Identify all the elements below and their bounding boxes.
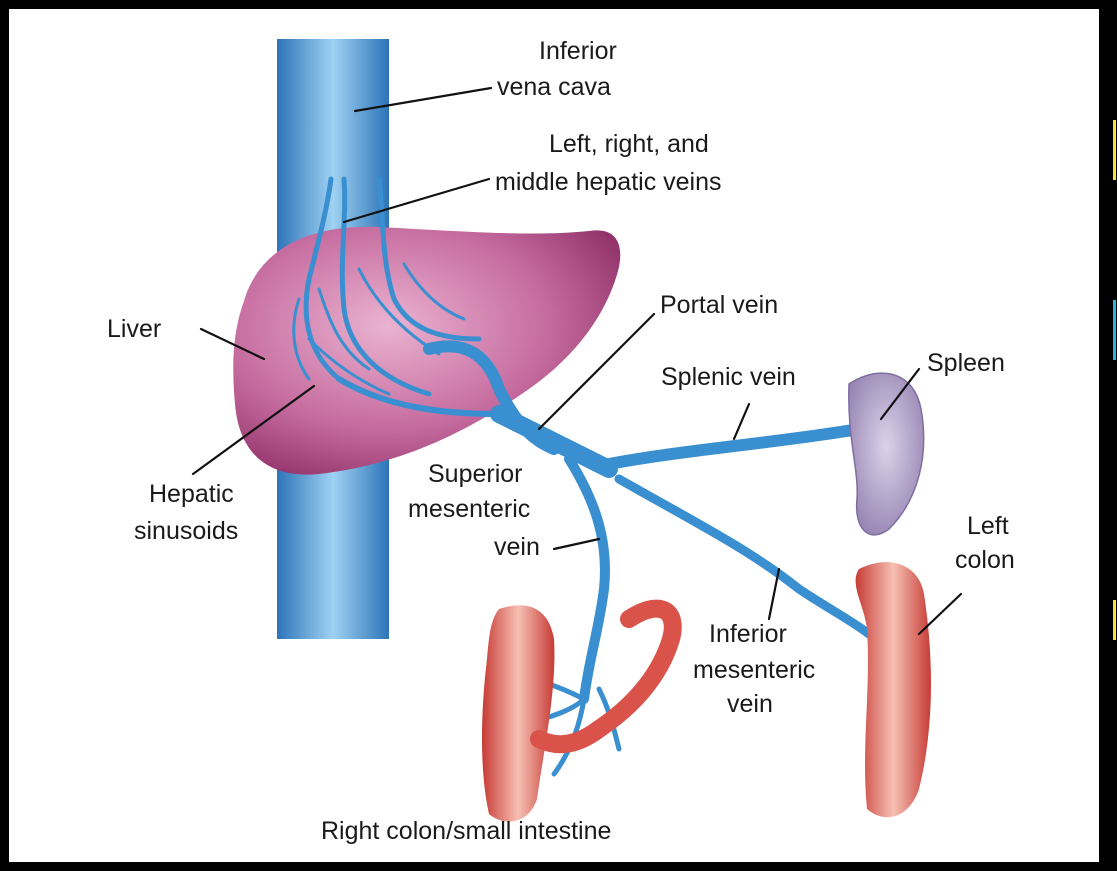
label-imv-line1: Inferior [709, 620, 787, 648]
portal-venous-system-diagram: Inferior vena cava Left, right, and midd… [9, 9, 1099, 862]
label-left-colon-line2: colon [955, 546, 1015, 574]
label-right-colon: Right colon/small intestine [321, 817, 611, 845]
label-smv-line3: vein [494, 533, 540, 561]
splenic-vein [609, 429, 859, 464]
label-splenic-vein: Splenic vein [661, 363, 796, 391]
label-ivc-line1: Inferior [539, 37, 617, 65]
label-portal-vein: Portal vein [660, 291, 778, 319]
label-hepatic-veins-line1: Left, right, and [549, 130, 709, 158]
label-smv-line2: mesenteric [408, 495, 530, 523]
label-smv-line1: Superior [428, 460, 523, 488]
label-hepatic-veins-line2: middle hepatic veins [495, 168, 722, 196]
diagram-frame: Inferior vena cava Left, right, and midd… [9, 9, 1099, 862]
right-colon [482, 605, 554, 821]
leader-imv [769, 569, 779, 619]
small-intestine [539, 609, 673, 745]
left-colon [856, 562, 931, 817]
label-imv-line3: vein [727, 690, 773, 718]
leader-splenic-vein [734, 404, 749, 439]
leader-smv [554, 539, 599, 549]
label-ivc-line2: vena cava [497, 73, 611, 101]
label-spleen: Spleen [927, 349, 1005, 377]
label-left-colon-line1: Left [967, 512, 1009, 540]
edge-mark-yellow-1 [1113, 120, 1116, 180]
edge-mark-yellow-2 [1113, 600, 1116, 640]
label-sinusoids-line2: sinusoids [134, 517, 238, 545]
label-liver: Liver [107, 315, 161, 343]
spleen [849, 373, 924, 535]
label-imv-line2: mesenteric [693, 656, 815, 684]
label-sinusoids-line1: Hepatic [149, 480, 234, 508]
edge-mark-cyan-1 [1113, 300, 1116, 360]
